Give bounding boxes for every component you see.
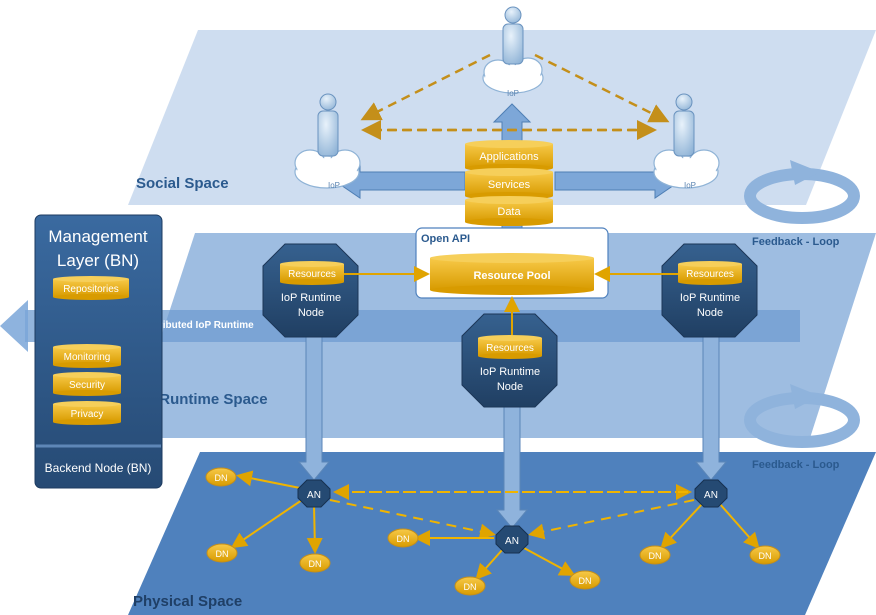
an-right-dn-link-1 [660, 502, 704, 549]
runtime-to-an-arrow-middle [495, 404, 529, 529]
person-icon-top [502, 6, 524, 65]
dn-node-5 [454, 576, 486, 596]
dn-node-7 [639, 545, 671, 565]
an-label-left: AN [307, 490, 321, 501]
person-icon-right [673, 93, 695, 157]
data-label: Data [497, 206, 521, 218]
dn-node-6 [569, 570, 601, 590]
person-icon-left [317, 93, 339, 157]
security-label: Security [69, 380, 105, 391]
runtime-node-right [661, 243, 758, 338]
runtime-to-an-arrow-right [694, 334, 728, 481]
an-right-dn-link-2 [718, 502, 760, 549]
resources-cylinder-left [280, 261, 344, 285]
iop-label-top: IoP [507, 89, 519, 98]
an-left-dn-link-2 [230, 499, 303, 549]
feedback-loop-label-bottom: Feedback - Loop [752, 459, 840, 471]
runtime-node-middle-label-1: IoP Runtime [480, 366, 540, 378]
runtime-space-label: IoP Runtime Space [132, 391, 268, 408]
runtime-node-right-label-1: IoP Runtime [680, 292, 740, 304]
privacy-cylinder [53, 401, 121, 425]
applications-label: Applications [479, 151, 539, 163]
runtime-node-middle [461, 313, 558, 408]
runtime-node-left [262, 243, 359, 338]
open-api-label: Open API [421, 233, 470, 245]
iop-cloud-right [653, 149, 720, 189]
social-dashed-link-left [360, 53, 491, 121]
resources-label-right: Resources [686, 269, 734, 280]
feedback-loop-icon-bottom [744, 384, 860, 448]
an-node-left [297, 479, 331, 508]
social-space-label: Social Space [136, 175, 229, 192]
iop-label-right: IoP [684, 181, 696, 190]
resources-cylinder-middle [478, 335, 542, 359]
an-link-dashed-left-middle [329, 499, 496, 540]
runtime-node-left-label-1: IoP Runtime [281, 292, 341, 304]
backend-node-label: Backend Node (BN) [45, 461, 152, 475]
dn-label-3: DN [309, 559, 322, 569]
an-left-dn-link-1 [236, 470, 301, 489]
an-middle-dn-link-2 [475, 548, 504, 580]
management-title-1: Management [48, 227, 148, 246]
dn-label-1: DN [215, 473, 228, 483]
feedback-loop-icon-top [744, 160, 860, 224]
dn-node-8 [749, 545, 781, 565]
dn-node-2 [206, 543, 238, 563]
runtime-node-middle-label-2: Node [497, 381, 523, 393]
runtime-to-an-arrow-left [297, 334, 331, 481]
resources-label-left: Resources [288, 269, 336, 280]
runtime-node-left-label-2: Node [298, 307, 324, 319]
an-link-dashed-right-middle [528, 499, 695, 540]
monitoring-label: Monitoring [64, 352, 111, 363]
services-label: Services [488, 179, 531, 191]
dn-node-1 [205, 467, 237, 487]
repositories-cylinder [53, 276, 129, 300]
iop-label-left: IoP [328, 181, 340, 190]
management-title-2: Layer (BN) [57, 251, 139, 270]
resource-pool-label: Resource Pool [473, 270, 550, 282]
dn-label-8: DN [759, 551, 772, 561]
feedback-loop-label-top: Feedback - Loop [752, 236, 840, 248]
stack-up-arrow [492, 103, 532, 143]
an-middle-dn-link-3 [523, 547, 576, 576]
resource-pool-cylinder [430, 253, 594, 295]
repositories-label: Repositories [63, 284, 119, 295]
resources-label-middle: Resources [486, 343, 534, 354]
an-label-right: AN [704, 490, 718, 501]
resources-cylinder-right [678, 261, 742, 285]
privacy-label: Privacy [71, 409, 104, 420]
distributed-runtime-arrowhead [0, 300, 28, 352]
an-label-middle: AN [505, 536, 519, 547]
iop-cloud-left [294, 149, 361, 189]
dn-label-2: DN [216, 549, 229, 559]
data-cylinder [465, 196, 553, 226]
an-left-dn-link-3 [306, 504, 323, 554]
dn-label-4: DN [397, 534, 410, 544]
dn-label-6: DN [579, 576, 592, 586]
distributed-runtime-label: Distributed IoP Runtime [140, 320, 254, 331]
runtime-node-right-label-2: Node [697, 307, 723, 319]
monitoring-cylinder [53, 344, 121, 368]
an-node-middle [495, 525, 529, 554]
dn-label-5: DN [464, 582, 477, 592]
distributed-runtime-band [25, 310, 800, 342]
dn-node-3 [299, 553, 331, 573]
social-dashed-link-right [534, 53, 670, 123]
dn-node-4 [387, 528, 419, 548]
iop-cloud-top [482, 57, 544, 94]
dn-label-7: DN [649, 551, 662, 561]
an-node-right [694, 479, 728, 508]
physical-space-label: Physical Space [133, 593, 242, 610]
security-cylinder [53, 372, 121, 396]
